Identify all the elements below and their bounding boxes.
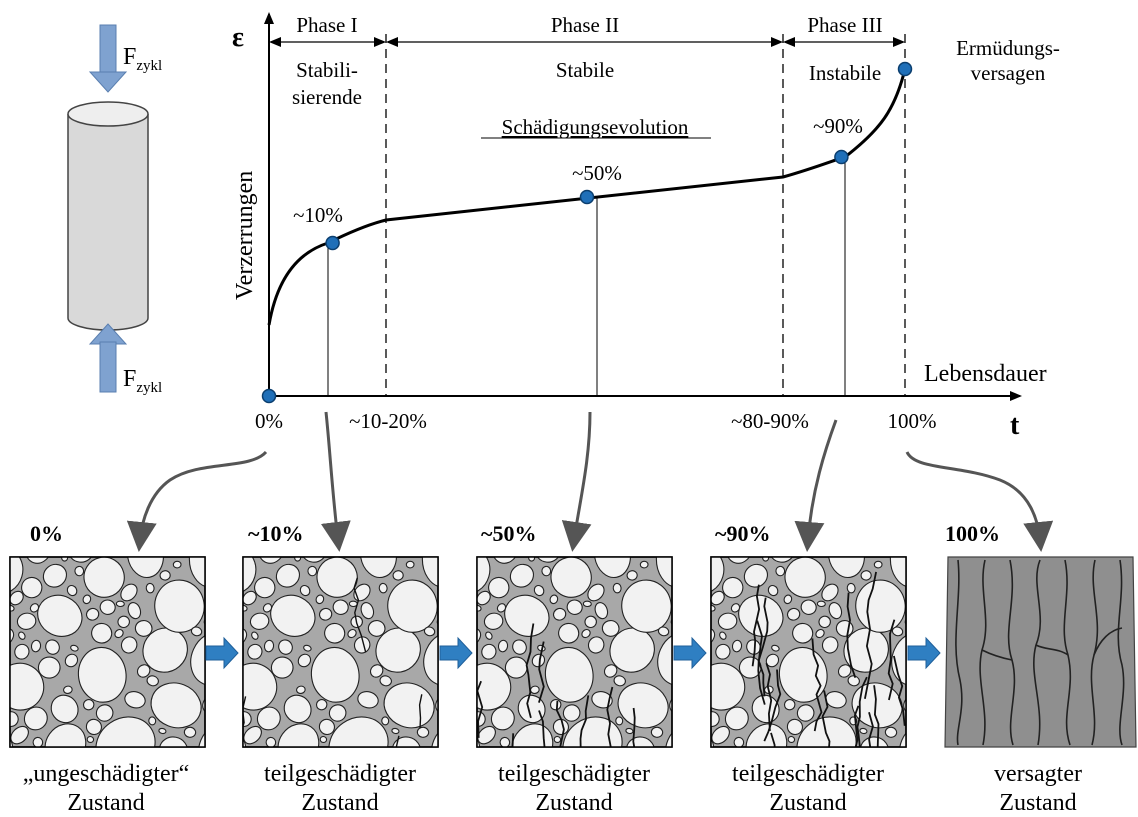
state-percent-4: 100%: [945, 521, 1000, 546]
state-caption-2-line1: teilgeschädigter: [498, 761, 650, 787]
x-tick-0: 0%: [255, 409, 283, 433]
state-caption-0-line2: Zustand: [67, 790, 144, 816]
phase-3-desc: Instabile: [809, 61, 881, 85]
phase-2-desc: Stabile: [556, 58, 614, 82]
state-caption-2-line2: Zustand: [535, 790, 612, 816]
point-label-90: ~90%: [813, 114, 863, 138]
state-caption-4-line1: versagter: [994, 761, 1082, 787]
state-panel-0: 0% „ungeschädigter“ Zustand: [9, 521, 206, 816]
state-panel-1: ~10% teilgeschädigter Zustand: [242, 521, 439, 816]
force-arrow-bottom: [88, 323, 128, 393]
force-label-top: Fzykl: [123, 44, 162, 74]
state-caption-1-line1: teilgeschädigter: [264, 761, 416, 787]
damage-evolution-label: Schädigungsevolution: [502, 115, 689, 139]
curve-point-50: [579, 189, 595, 205]
state-caption-4-line2: Zustand: [999, 790, 1076, 816]
state-percent-3: ~90%: [715, 521, 770, 546]
curve-point-100: [897, 61, 913, 77]
state-percent-0: 0%: [30, 521, 63, 546]
curve-point-10: [325, 235, 340, 251]
phase-3-title: Phase III: [807, 13, 882, 37]
transition-arrows: [205, 636, 941, 670]
curve-point-90: [834, 149, 849, 165]
graph-axes: [264, 12, 1022, 401]
curve-points: [261, 61, 913, 404]
state-caption-1-line2: Zustand: [301, 790, 378, 816]
state-caption-0-line1: „ungeschädigter“: [23, 761, 190, 787]
x-tick-80-90: ~80-90%: [731, 409, 809, 433]
connector-arrows: [126, 411, 1054, 552]
x-axis-symbol: t: [1010, 410, 1020, 441]
force-arrow-top: [88, 24, 128, 93]
phase-1-title: Phase I: [296, 13, 357, 37]
phase-boundaries: [385, 34, 906, 396]
phase-1-desc-line1: Stabili-: [296, 58, 358, 82]
state-caption-3-line1: teilgeschädigter: [732, 761, 884, 787]
point-label-50: ~50%: [572, 161, 622, 185]
state-caption-3-line2: Zustand: [769, 790, 846, 816]
state-panel-2: ~50% teilgeschädigter Zustand: [476, 521, 673, 816]
x-tick-100: 100%: [888, 409, 937, 433]
y-axis-symbol: ε: [232, 22, 244, 53]
state-percent-2: ~50%: [481, 521, 536, 546]
strain-curve: [267, 68, 907, 326]
force-label-bottom: Fzykl: [123, 366, 162, 396]
state-percent-1: ~10%: [248, 521, 303, 546]
phase-2-title: Phase II: [551, 13, 619, 37]
y-axis-label: Verzerrungen: [232, 171, 258, 300]
point-drop-lines: [327, 157, 846, 396]
specimen-cylinder: Fzykl Fzykl: [67, 24, 162, 396]
state-panel-4: 100% versagter Zustand: [944, 521, 1137, 816]
point-label-10: ~10%: [293, 203, 343, 227]
x-axis-label: Lebensdauer: [924, 361, 1047, 387]
x-tick-10-20: ~10-20%: [349, 409, 427, 433]
curve-point-0: [261, 388, 277, 404]
phase-1-desc-line2: sierende: [292, 85, 362, 109]
failure-label-line2: versagen: [971, 61, 1046, 85]
state-panel-3: ~90% teilgeschädigter Zustand: [710, 521, 907, 816]
failure-label-line1: Ermüdungs-: [956, 36, 1060, 60]
